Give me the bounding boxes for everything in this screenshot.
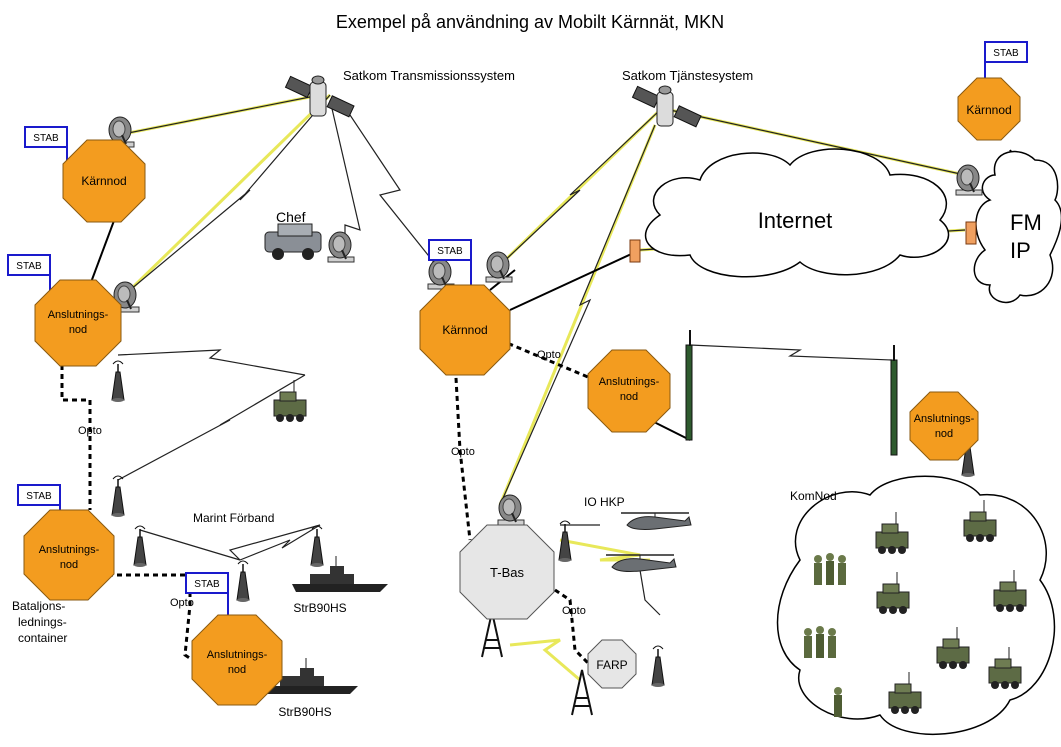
svg-text:FARP: FARP [596, 658, 627, 672]
opto-label: Opto [451, 446, 475, 458]
karnnod-node-2: Kärnnod [419, 284, 511, 376]
farp-node: FARP [587, 639, 637, 689]
antenna-icon [111, 360, 125, 403]
komnod-label: KomNod [790, 489, 837, 503]
ship-icon [291, 555, 389, 593]
internet-label: Internet [758, 208, 833, 233]
connections [60, 93, 1026, 682]
satellite-service [631, 85, 702, 128]
soldiers-icon [804, 626, 836, 658]
karnnod-node-1: Kärnnod [62, 139, 146, 223]
fm-ip-cloud: FM IP [973, 150, 1061, 304]
ip-label: IP [1010, 238, 1031, 263]
chef-label: Chef [276, 209, 306, 225]
anslutningsnod-4: Anslutnings- nod [23, 509, 115, 601]
svg-text:T-Bas: T-Bas [490, 565, 524, 580]
svg-text:Anslutnings-: Anslutnings- [39, 544, 100, 556]
svg-text:STAB: STAB [437, 246, 463, 257]
opto-label: Opto [537, 349, 561, 361]
svg-text:nod: nod [60, 559, 78, 571]
svg-text:STAB: STAB [16, 261, 42, 272]
svg-text:Anslutnings-: Anslutnings- [599, 376, 660, 388]
svg-text:STAB: STAB [993, 48, 1019, 59]
anslutningsnod-3: Anslutnings- nod [909, 391, 979, 461]
satkom-transmission-label: Satkom Transmissionssystem [343, 68, 515, 83]
svg-text:nod: nod [620, 391, 638, 403]
antenna-icon [651, 645, 665, 688]
lattice-tower-icon [571, 669, 593, 716]
stab-flag-6: STAB [185, 572, 229, 630]
svg-text:nod: nod [935, 428, 953, 440]
svg-text:STAB: STAB [33, 133, 59, 144]
dish-icon [327, 231, 355, 263]
helicopter-icon [620, 512, 692, 531]
armored-vehicle-icon [273, 379, 307, 423]
anslutningsnod-2: Anslutnings- nod [587, 349, 671, 433]
opto-label: Opto [562, 605, 586, 617]
svg-text:STAB: STAB [194, 579, 220, 590]
svg-text:Anslutnings-: Anslutnings- [914, 413, 975, 425]
fm-label: FM [1010, 210, 1042, 235]
chef-vehicle-icon [264, 223, 322, 260]
bataljon-label-line1: Bataljons- [12, 599, 65, 613]
opto-label: Opto [78, 425, 102, 437]
svg-text:Kärnnod: Kärnnod [966, 103, 1011, 117]
svg-text:STAB: STAB [26, 491, 52, 502]
soldier-icon [834, 687, 842, 717]
stab-flag-1: STAB [24, 126, 68, 185]
dish-icon [497, 494, 525, 526]
anslutningsnod-1: Anslutnings- nod [34, 279, 122, 367]
svg-text:Anslutnings-: Anslutnings- [48, 309, 109, 321]
antenna-icon [310, 525, 324, 568]
strb90-label-1: StrB90HS [293, 601, 346, 615]
anslutningsnod-5: Anslutnings- nod [191, 614, 283, 706]
firewall-icon [629, 239, 641, 263]
svg-text:nod: nod [69, 324, 87, 336]
antenna-icon [133, 525, 147, 568]
diagram-title: Exempel på användning av Mobilt Kärnnät,… [336, 12, 724, 32]
komnod-cloud: KomNod [776, 475, 1056, 736]
mast-icon [685, 330, 898, 456]
bataljon-label-line3: container [18, 631, 67, 645]
link-karnnod-firewall [509, 249, 641, 311]
svg-text:Anslutnings-: Anslutnings- [207, 649, 268, 661]
svg-text:Kärnnod: Kärnnod [442, 323, 487, 337]
svg-text:nod: nod [228, 664, 246, 676]
tbas-node: T-Bas [459, 524, 555, 620]
dish-icon [955, 164, 983, 196]
antenna-icon [111, 475, 125, 518]
io-hkp-label: IO HKP [584, 495, 625, 509]
antenna-icon [236, 560, 250, 603]
firewall-icon [965, 221, 977, 245]
soldiers-icon [814, 553, 846, 585]
svg-text:Kärnnod: Kärnnod [81, 174, 126, 188]
bataljon-label-line2: lednings- [18, 615, 67, 629]
strb90-label-2: StrB90HS [278, 705, 331, 719]
opto-label: Opto [170, 597, 194, 609]
karnnod-node-3: Kärnnod [957, 77, 1021, 141]
satkom-service-label: Satkom Tjänstesystem [622, 68, 753, 83]
internet-cloud: Internet [644, 148, 950, 278]
marint-label: Marint Förband [193, 511, 274, 525]
